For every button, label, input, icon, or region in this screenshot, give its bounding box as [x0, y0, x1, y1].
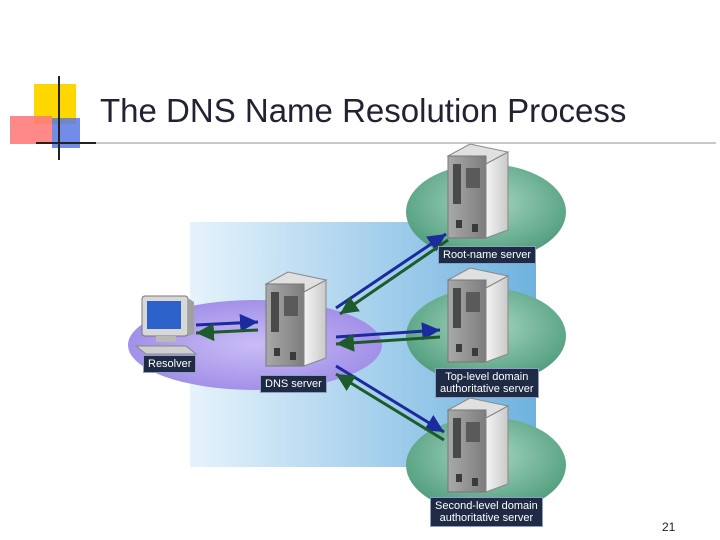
- tld-server-label: Top-level domain authoritative server: [435, 368, 539, 398]
- root-server-label-text: Root-name server: [443, 249, 532, 261]
- dns-server-label-text: DNS server: [265, 378, 322, 390]
- arrows-sld: [335, 364, 445, 442]
- tld-server-tower: [446, 267, 510, 363]
- title-underline: [36, 142, 716, 144]
- arrows-root: [335, 232, 449, 316]
- sld-server-label: Second-level domain authoritative server: [430, 497, 543, 527]
- sld-server-label-line1: Second-level domain: [435, 500, 538, 512]
- page-number: 21: [662, 520, 676, 534]
- arrows-local: [195, 313, 259, 342]
- title-underline-accent: [36, 142, 96, 144]
- decor-vertical-line: [58, 76, 60, 160]
- dns-server-tower: [264, 271, 328, 367]
- arrows-tld: [335, 322, 441, 352]
- root-server-label: Root-name server: [438, 246, 537, 264]
- dns-server-label: DNS server: [260, 375, 327, 393]
- tld-server-label-line2: authoritative server: [440, 383, 534, 395]
- slide-title: The DNS Name Resolution Process: [100, 92, 627, 129]
- sld-server-label-line2: authoritative server: [439, 512, 534, 524]
- tld-server-label-line1: Top-level domain: [445, 371, 529, 383]
- resolver-label: Resolver: [143, 355, 197, 373]
- resolver-label-text: Resolver: [148, 358, 192, 370]
- root-server-tower: [446, 143, 510, 239]
- decor-red-square: [10, 116, 52, 144]
- resolver-computer: [134, 295, 198, 355]
- sld-server-tower: [446, 397, 510, 493]
